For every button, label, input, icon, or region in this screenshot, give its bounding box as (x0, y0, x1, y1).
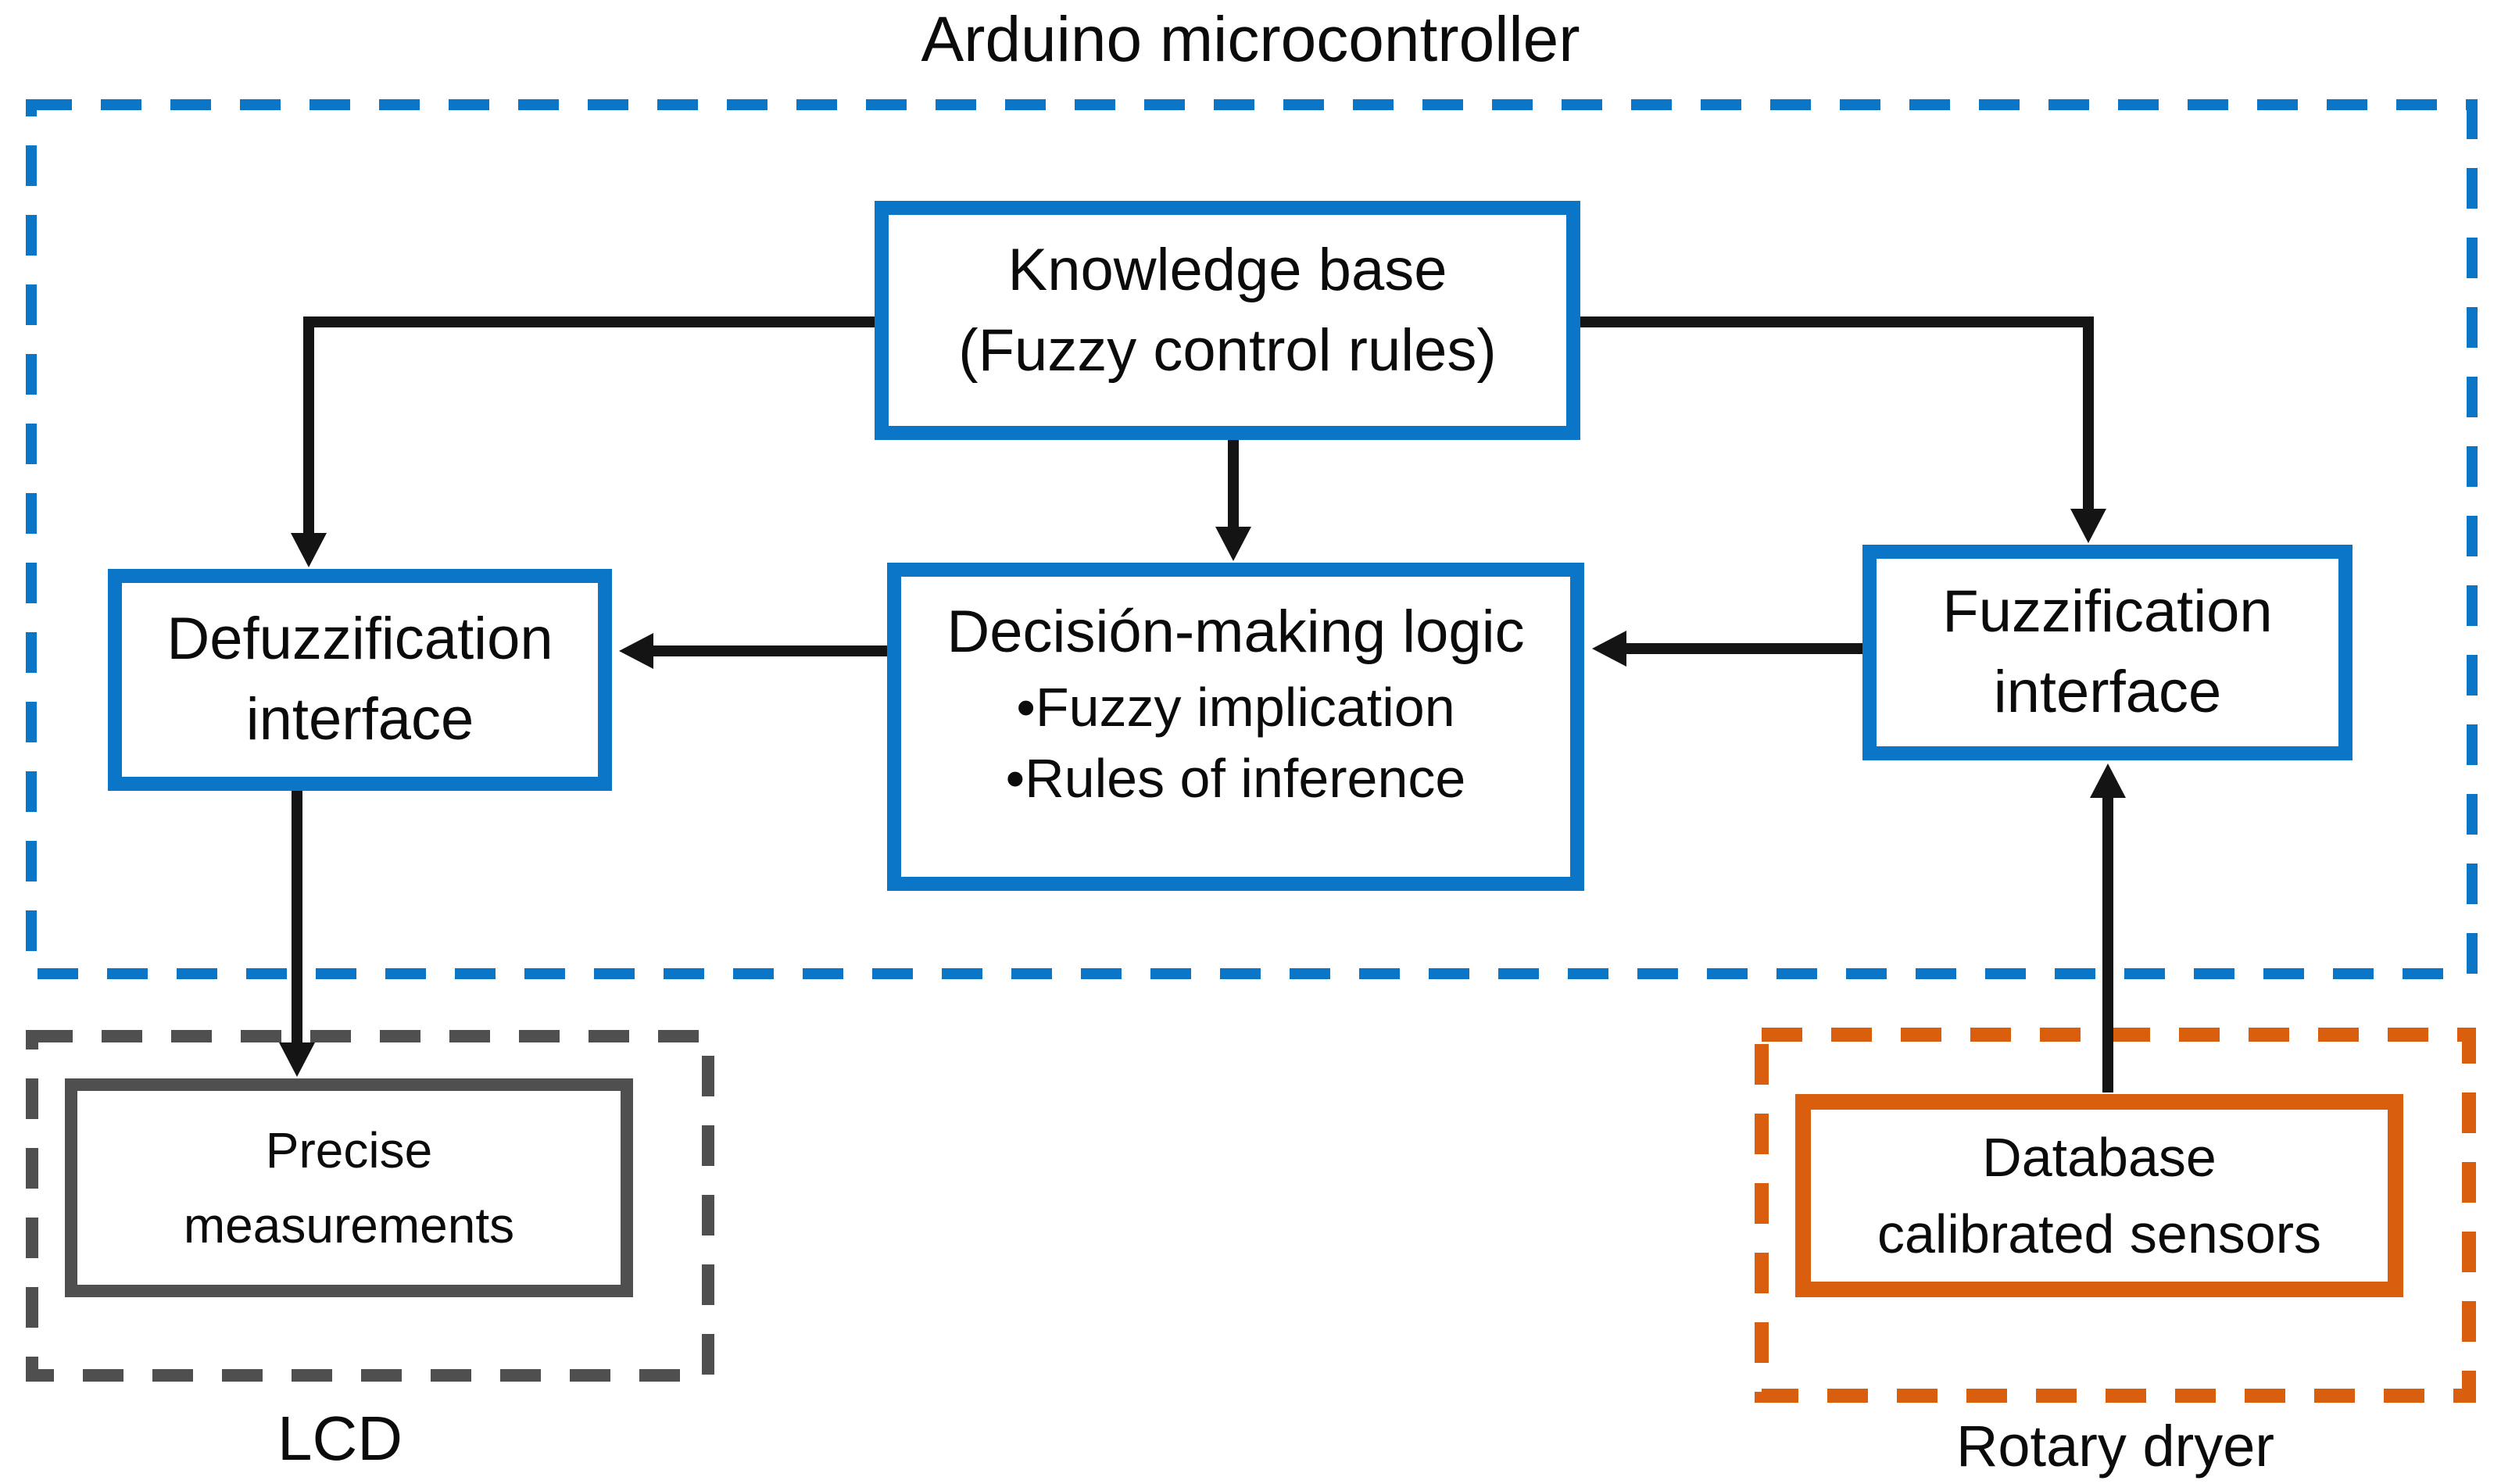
knowledge-base-line2: (Fuzzy control rules) (958, 317, 1497, 384)
fuzzification-line1: Fuzzification (1942, 578, 2273, 645)
precise-measurements-box: Precise measurements (65, 1078, 633, 1297)
arrow-knowledge-to-fuzzification (1580, 316, 2106, 543)
knowledge-base-box: Knowledge base (Fuzzy control rules) (875, 201, 1580, 440)
decision-line3: •Rules of inference (1005, 748, 1466, 810)
database-calibrated-sensors-box: Database calibrated sensors (1795, 1094, 2403, 1297)
defuzzification-line2: interface (245, 686, 474, 753)
precise-line1: Precise (265, 1122, 433, 1178)
decision-line1: Decisión-making logic (946, 598, 1525, 665)
fuzzification-line2: interface (1993, 659, 2222, 725)
arrow-decision-to-defuzzification (619, 633, 887, 669)
database-line2: calibrated sensors (1877, 1203, 2322, 1264)
precise-line2: measurements (183, 1197, 515, 1253)
arrow-knowledge-to-defuzzification (291, 316, 875, 567)
lcd-group-label: LCD (277, 1404, 403, 1473)
arrow-knowledge-to-decision (1215, 440, 1251, 561)
arrow-database-to-fuzzification (2090, 763, 2126, 1092)
rotary-dryer-group-label: Rotary dryer (1955, 1414, 2275, 1479)
knowledge-base-line1: Knowledge base (1007, 237, 1447, 304)
fuzzification-interface-box: Fuzzification interface (1862, 545, 2353, 760)
arduino-group-label: Arduino microcontroller (921, 4, 1580, 75)
database-line1: Database (1982, 1127, 2217, 1188)
defuzzification-interface-box: Defuzzification interface (108, 569, 612, 791)
arrow-defuzzification-to-precise (279, 791, 315, 1077)
decision-line2: •Fuzzy implication (1016, 677, 1455, 738)
arrow-fuzzification-to-decision (1592, 631, 1862, 667)
defuzzification-line1: Defuzzification (166, 606, 553, 673)
decision-making-logic-box: Decisión-making logic •Fuzzy implication… (887, 563, 1584, 891)
